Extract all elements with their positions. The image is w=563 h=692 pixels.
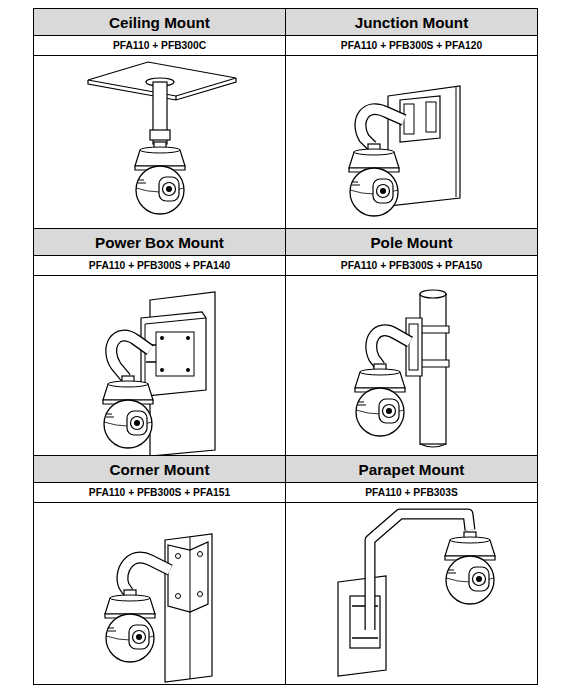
corner-mount-art (122, 557, 170, 592)
mount-title: Corner Mount (34, 456, 285, 483)
mount-cell: Power Box MountPFA110 + PFB300S + PFA140 (33, 228, 286, 456)
ceiling-mount-art (88, 62, 236, 214)
power-box-mount-art (186, 336, 190, 340)
corner-mount-art (198, 552, 203, 557)
pole-mount-art (355, 364, 405, 436)
corner-mount-art (176, 594, 181, 599)
ceiling-mount-art (135, 142, 185, 214)
corner-mount-art (176, 554, 181, 559)
corner-mount-art (105, 590, 155, 662)
junction-mount-art (426, 102, 436, 132)
junction-mount-art (349, 86, 460, 216)
power-box-mount-art (160, 336, 164, 340)
pole-mount-art (355, 290, 449, 447)
mount-title: Power Box Mount (34, 229, 285, 256)
junction-mount-art (456, 87, 457, 197)
pole-mount-art (371, 330, 410, 366)
pole-mount-art (409, 324, 418, 370)
corner-mount-art (168, 542, 208, 612)
mount-title: Ceiling Mount (34, 9, 285, 36)
pole-mount-art (371, 330, 410, 366)
power-box-mount-art (103, 376, 153, 448)
mount-title: Parapet Mount (286, 456, 537, 483)
power-box-mount-art (145, 318, 206, 396)
power-box-mount-art (156, 332, 194, 376)
part-numbers: PFA110 + PFB300S + PFA140 (34, 256, 285, 276)
corner-mount-art (105, 534, 212, 682)
power-box-mount-art (111, 336, 150, 378)
corner-mount-art (198, 592, 203, 597)
part-numbers: PFA110 + PFB300C (34, 36, 285, 56)
parapet-mount-art (445, 532, 495, 604)
junction-mount-art (404, 104, 414, 134)
mount-cell: Parapet MountPFA110 + PFB303S (285, 455, 538, 685)
part-numbers: PFA110 + PFB300S + PFA150 (286, 256, 537, 276)
junction-mount-art (388, 86, 460, 206)
corner-mount-art (190, 537, 191, 679)
junction-mount-art (360, 109, 404, 146)
pole-mount-art (420, 290, 446, 298)
junction-mount-art (349, 144, 399, 216)
part-numbers: PFA110 + PFB300S + PFA120 (286, 36, 537, 56)
mount-title: Junction Mount (286, 9, 537, 36)
power-box-mount-art (103, 292, 215, 456)
corner-mount-art (190, 550, 191, 612)
power-box-mount-art (141, 312, 206, 396)
mount-cell: Corner MountPFA110 + PFB300S + PFA151 (33, 455, 286, 685)
parapet-mount-art (338, 514, 495, 676)
corner-mount-art (122, 557, 170, 592)
corner-mount-art (165, 534, 212, 682)
power-box-mount-art (186, 368, 190, 372)
mount-cell: Junction MountPFA110 + PFB300S + PFA120 (285, 8, 538, 229)
pole-mount-art (406, 318, 422, 376)
power-box-mount-art (111, 336, 150, 378)
pole-mount-art (420, 444, 446, 447)
ceiling-mount-art (150, 130, 170, 140)
junction-mount-art (360, 109, 404, 146)
junction-mount-art (400, 96, 440, 142)
mount-cell: Pole MountPFA110 + PFB300S + PFA150 (285, 228, 538, 456)
mount-cell: Ceiling MountPFA110 + PFB300C (33, 8, 286, 229)
part-numbers: PFA110 + PFB300S + PFA151 (34, 483, 285, 503)
pole-mount-art (420, 294, 446, 444)
part-numbers: PFA110 + PFB303S (286, 483, 537, 503)
power-box-mount-art (160, 368, 164, 372)
mount-title: Pole Mount (286, 229, 537, 256)
parapet-mount-art (338, 576, 386, 676)
